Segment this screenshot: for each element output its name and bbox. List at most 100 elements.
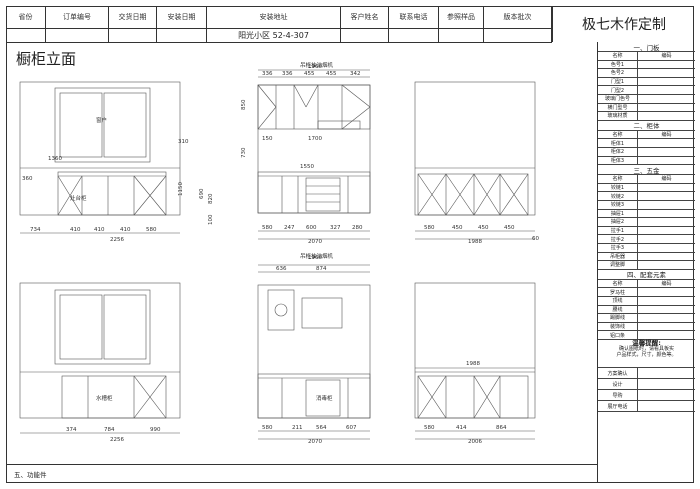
notes-title: 温馨提醒: xyxy=(632,339,661,347)
dimension-label: 60 xyxy=(532,236,539,242)
dimension-label: 100 xyxy=(208,214,214,225)
base-cabinet-right-b xyxy=(417,375,529,419)
header-table: 省份 订单编号 交货日期 安装日期 安装地址 客户姓名 联系电话 参照样品 版本… xyxy=(6,6,552,29)
panel-row: 罗马柱 xyxy=(598,288,695,297)
panel-row-key: 铰链3 xyxy=(598,201,638,209)
panel-row: 名称编码 xyxy=(598,130,695,140)
brand-name: 极七木作定制 xyxy=(552,6,695,42)
panel-row: 柜体2 xyxy=(598,148,695,157)
panel-row-key: 柜体3 xyxy=(598,156,638,165)
signoff-row: 方案确认 xyxy=(598,368,695,379)
panel-row-key: 玻璃材质 xyxy=(598,112,638,120)
panel-row-key: 名称 xyxy=(598,279,638,288)
panel-row-key: 调整脚 xyxy=(598,261,638,269)
dimension-label: 455 xyxy=(326,71,337,77)
panel-row: 顶线 xyxy=(598,297,695,306)
panel-row-key: 腰线 xyxy=(598,305,638,314)
drawing-sheet xyxy=(6,6,694,483)
panel-row-key: 抽屉2 xyxy=(598,218,638,226)
dimension-label: 455 xyxy=(304,71,315,77)
cabinet-label: 水槽柜 xyxy=(96,394,113,402)
panel-row-key: 横门型号 xyxy=(598,103,638,112)
dimension-label: 734 xyxy=(30,227,41,233)
header-values: 阳光小区 52-4-307 xyxy=(6,28,552,43)
panel-row: 吊柜器 xyxy=(598,252,695,262)
panel-row: 名称编码 xyxy=(598,175,695,184)
dimension-label: 580 xyxy=(146,227,157,233)
panel-row: 抽屉1 xyxy=(598,209,695,219)
dimension-label: 1960 xyxy=(308,255,322,261)
dimension-label: 450 xyxy=(478,225,489,231)
dimension-label: 410 xyxy=(94,227,105,233)
dimension-label: 874 xyxy=(316,266,327,272)
panel-row: 拉手2 xyxy=(598,235,695,244)
dimension-label: 310 xyxy=(178,139,189,145)
panel-section-title: 一、门板 xyxy=(598,42,695,52)
wall-cabinet-a xyxy=(257,84,371,130)
signoff-label: 方案确认 xyxy=(598,368,638,378)
dimension-label: 1988 xyxy=(466,361,480,367)
panel-row: 色号1 xyxy=(598,60,695,70)
dimension-label: 607 xyxy=(346,425,357,431)
dimension-label: 414 xyxy=(456,425,467,431)
panel-row: 铰链1 xyxy=(598,183,695,193)
dimension-label: 864 xyxy=(496,425,507,431)
signoff-row: 设计 xyxy=(598,379,695,390)
panel-row-key: 拉手3 xyxy=(598,244,638,252)
drawing-title: 橱柜立面 xyxy=(16,50,77,68)
panel-row-key: 色号1 xyxy=(598,60,638,69)
header-cell: 省份 xyxy=(6,6,46,28)
panel-row-value: 编码 xyxy=(661,132,672,139)
panel-row-key: 柜体2 xyxy=(598,148,638,156)
dimension-label: 2070 xyxy=(308,239,322,245)
panel-row-key: 门型2 xyxy=(598,86,638,94)
dimension-label: 636 xyxy=(276,266,287,272)
notes-line: 户品样式，尺寸，颜色等。 xyxy=(616,352,677,358)
panel-row-key: 拉手1 xyxy=(598,226,638,235)
panel-row-key: 名称 xyxy=(598,52,638,60)
dimension-label: 410 xyxy=(120,227,131,233)
hood-label: 吊柜抽油烟机 xyxy=(300,61,334,69)
dimension-label: 2006 xyxy=(468,439,482,445)
dimension-label: 410 xyxy=(70,227,81,233)
dimension-label: 336 xyxy=(262,71,273,77)
panel-row-key: 柜体1 xyxy=(598,139,638,147)
panel-row: 色号2 xyxy=(598,69,695,78)
panel-row-key: 罗马柱 xyxy=(598,288,638,296)
panel-row: 名称 编码 xyxy=(598,52,695,61)
signoff-row: 展厅电话 xyxy=(598,401,695,412)
base-cabinet-right-a xyxy=(417,173,529,216)
dimension-label: 2070 xyxy=(308,439,322,445)
dimension-label: 336 xyxy=(282,71,293,77)
install-address: 阳光小区 52-4-307 xyxy=(207,28,341,42)
panel-row: 踢脚线 xyxy=(598,314,695,323)
panel-row-key: 踢脚线 xyxy=(598,314,638,322)
header-cell: 安装地址 xyxy=(207,6,341,28)
panel-section-title: 二、柜体 xyxy=(598,121,695,131)
dimension-label: 600 xyxy=(306,225,317,231)
hood-label: 吊柜抽油烟机 xyxy=(300,252,334,260)
signoff-label: 设计 xyxy=(598,379,638,389)
panel-row: 拉手3 xyxy=(598,244,695,253)
panel-row: 门型1 xyxy=(598,77,695,87)
panel-row: 铰链3 xyxy=(598,201,695,210)
dimension-label: 374 xyxy=(66,427,77,433)
panel-row: 腰线 xyxy=(598,305,695,315)
dimension-label: 784 xyxy=(104,427,115,433)
dimension-label: 580 xyxy=(262,425,273,431)
dimension-label: 990 xyxy=(150,427,161,433)
footer-label: 五、功能件 xyxy=(14,471,47,479)
panel-row: 玻璃材质 xyxy=(598,112,695,121)
panel-row: 铝口条 xyxy=(598,331,695,340)
footer-row: 五、功能件 xyxy=(6,464,597,483)
dimension-label: 690 xyxy=(199,188,205,199)
panel-row: 名称编码 xyxy=(598,279,695,289)
dimension-label: 580 xyxy=(424,225,435,231)
panel-section-title: 四、配套元素 xyxy=(598,270,695,280)
panel-row-value: 编码 xyxy=(661,53,672,60)
dimension-label: 150 xyxy=(262,136,273,142)
header-cell: 订单编号 xyxy=(46,6,109,28)
panel-row: 装饰线 xyxy=(598,322,695,332)
dimension-label: 580 xyxy=(424,425,435,431)
